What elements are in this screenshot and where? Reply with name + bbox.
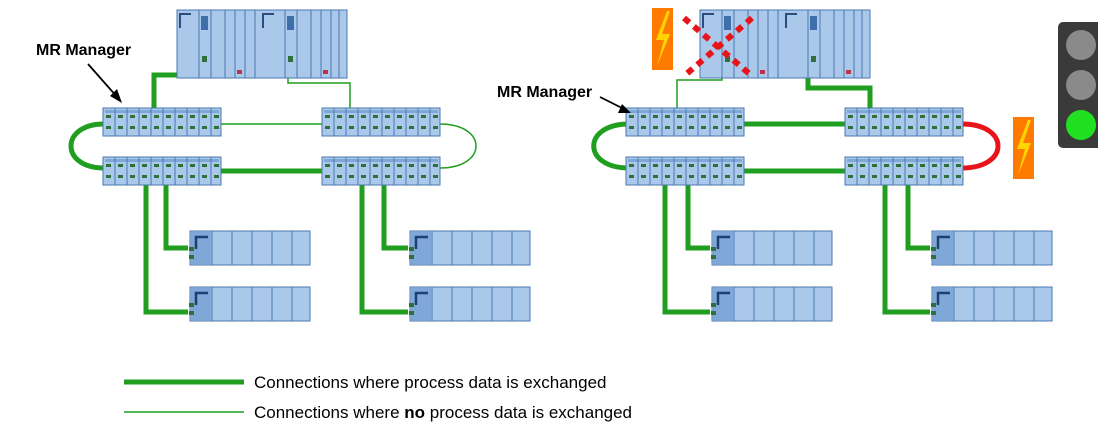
io-device-left-1 xyxy=(187,229,312,267)
mr-manager-label-left: MR Manager xyxy=(36,42,131,59)
io-device-left-3 xyxy=(407,229,532,267)
switch-lower-left-b xyxy=(321,156,441,186)
io-device-left-4 xyxy=(407,285,532,323)
switch-mr-manager-right xyxy=(625,107,745,137)
legend-thin-text: Connections where no process data is exc… xyxy=(254,403,632,422)
arrow-icon xyxy=(87,63,122,103)
legend-thin-prefix: Connections where xyxy=(254,403,404,422)
right-scenario: MR Manager xyxy=(497,8,1098,323)
switch-upper-left-b xyxy=(321,107,441,137)
io-device-left-2 xyxy=(187,285,312,323)
io-device-right-1 xyxy=(709,229,834,267)
lightning-icon xyxy=(652,8,673,70)
legend: Connections where process data is exchan… xyxy=(124,373,632,422)
traffic-light-lamp-red xyxy=(1066,30,1096,60)
io-device-right-4 xyxy=(929,285,1054,323)
io-device-right-2 xyxy=(709,285,834,323)
lightning-icon xyxy=(1013,117,1034,179)
plc-station-right xyxy=(699,9,871,79)
mr-manager-label-right: MR Manager xyxy=(497,84,592,101)
left-connections xyxy=(68,58,477,315)
failure-cross-icon xyxy=(682,15,754,79)
legend-thin-suffix: process data is exchanged xyxy=(425,403,632,422)
traffic-light-icon xyxy=(1058,22,1098,148)
plc-station-left xyxy=(176,9,348,79)
traffic-light-lamp-green xyxy=(1066,110,1096,140)
arrow-icon xyxy=(599,96,631,113)
switch-upper-right-b xyxy=(844,107,964,137)
switch-mr-manager-left xyxy=(102,107,222,137)
legend-thick-text: Connections where process data is exchan… xyxy=(254,373,607,392)
io-device-right-3 xyxy=(929,229,1054,267)
left-scenario: MR Manager xyxy=(36,9,532,323)
switch-lower-right-a xyxy=(625,156,745,186)
legend-thin-bold: no xyxy=(404,403,425,422)
switch-lower-right-b xyxy=(844,156,964,186)
switch-lower-left-a xyxy=(102,156,222,186)
traffic-light-lamp-yellow xyxy=(1066,70,1096,100)
